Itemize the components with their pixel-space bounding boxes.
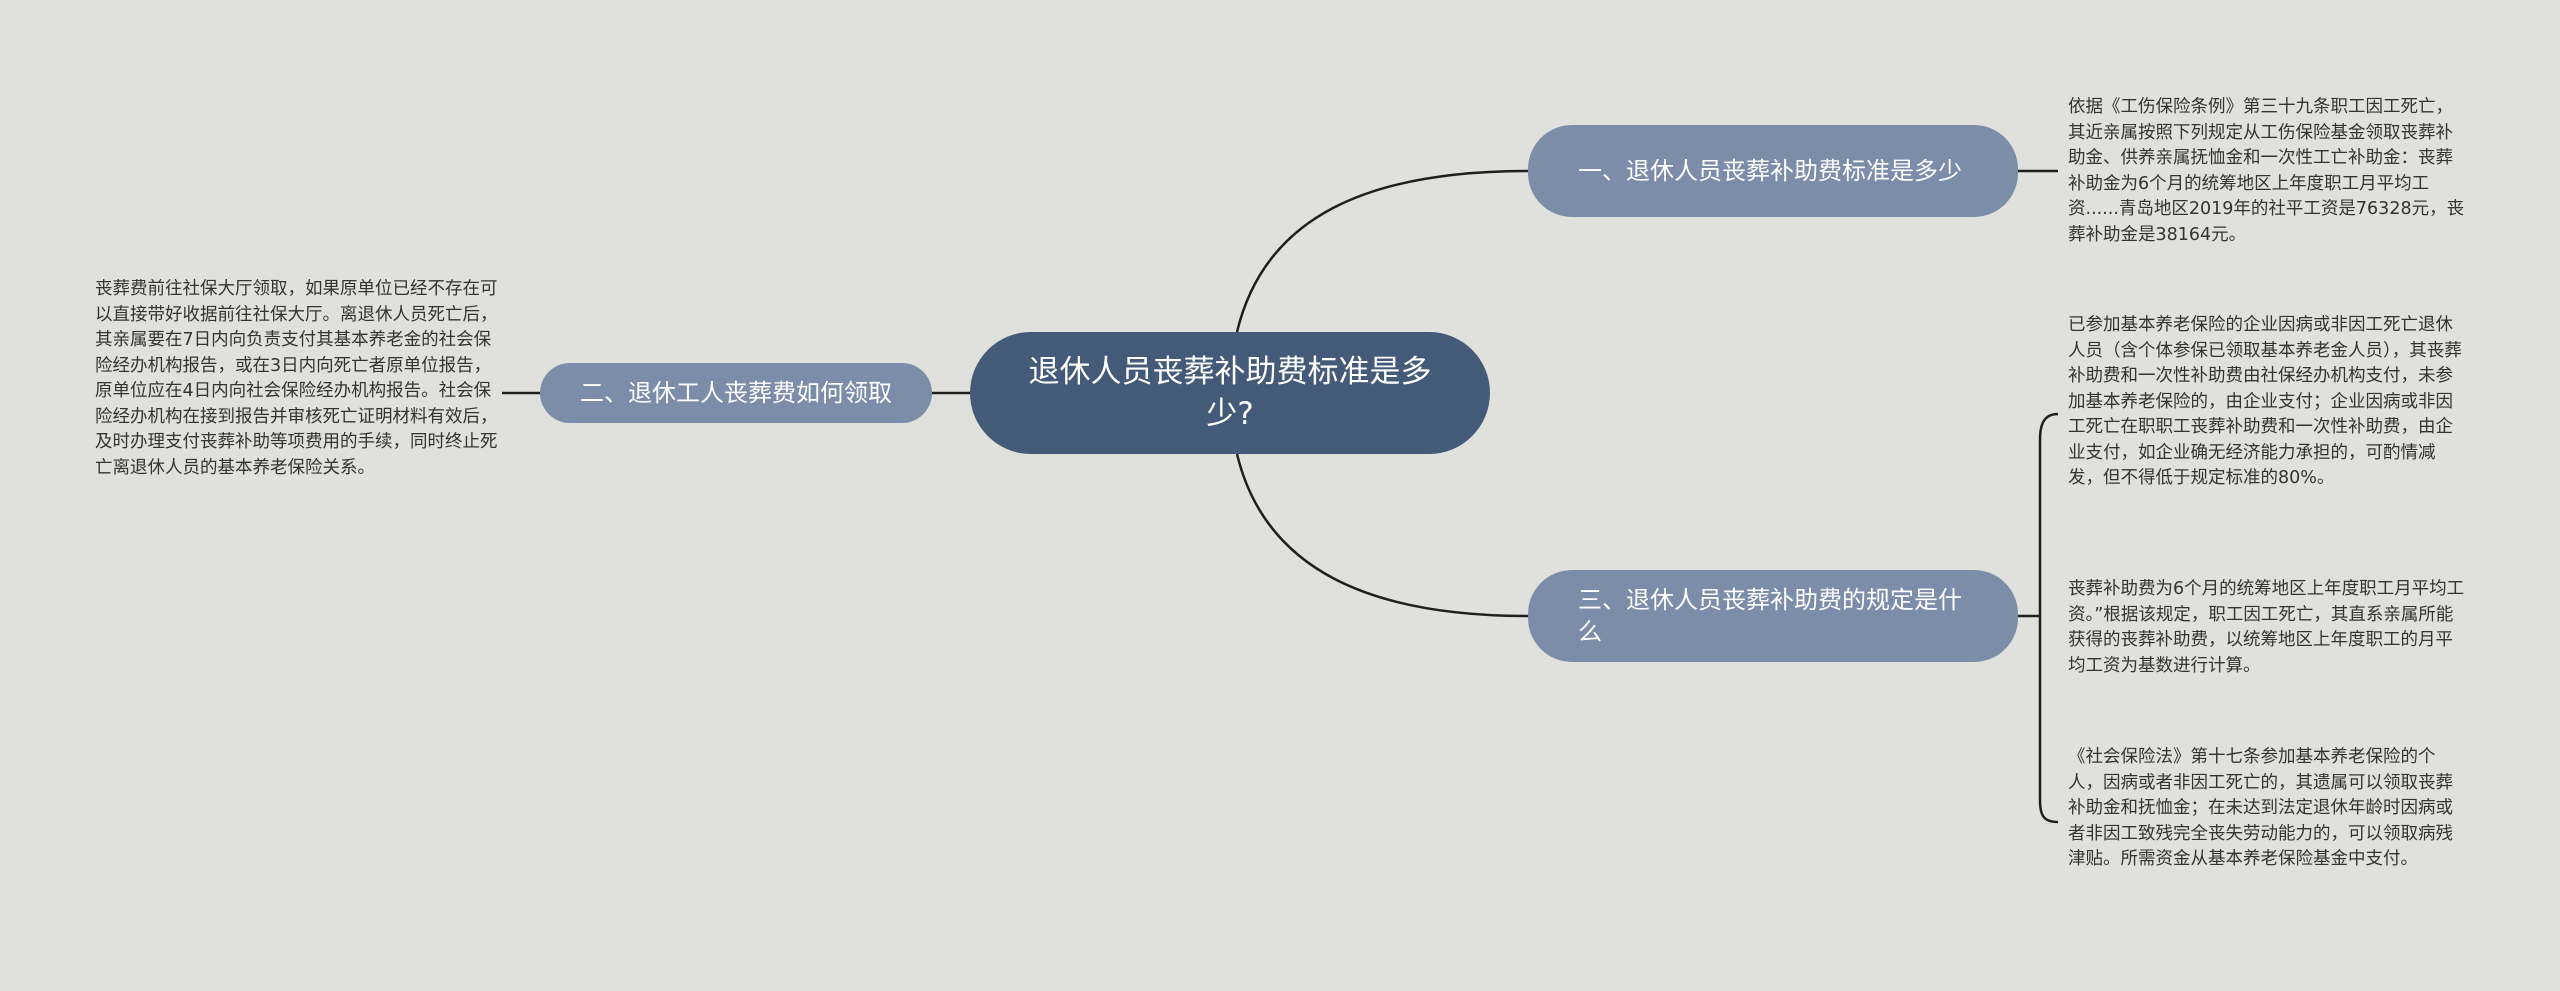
connector-root-b2 xyxy=(1235,453,1529,618)
branch-topic-regulations-label: 三、退休人员丧葬补助费的规定是什么 xyxy=(1578,586,1962,646)
branch-topic-how-to-claim-label: 二、退休工人丧葬费如何领取 xyxy=(580,379,892,407)
branch-topic-how-to-claim[interactable]: 二、退休工人丧葬费如何领取 xyxy=(540,363,932,423)
leaf-text-how-to-claim: 丧葬费前往社保大厅领取，如果原单位已经不存在可以直接带好收据前往社保大厅。离退休… xyxy=(95,279,498,478)
leaf-text-regulation-1: 已参加基本养老保险的企业因病或非因工死亡退休人员（含个体参保已领取基本养老金人员… xyxy=(2068,315,2462,488)
bracket-b2-leaves xyxy=(2038,412,2059,824)
branch-topic-regulations[interactable]: 三、退休人员丧葬补助费的规定是什么 xyxy=(1528,570,2018,662)
branch-topic-standard-label: 一、退休人员丧葬补助费标准是多少 xyxy=(1578,157,1962,185)
root-topic[interactable]: 退休人员丧葬补助费标准是多少? xyxy=(970,332,1490,454)
leaf-text-standard: 依据《工伤保险条例》第三十九条职工因工死亡，其近亲属按照下列规定从工伤保险基金领… xyxy=(2068,97,2465,245)
connector-root-b1 xyxy=(1235,169,1529,333)
leaf-text-regulation-3: 《社会保险法》第十七条参加基本养老保险的个人，因病或者非因工死亡的，其遗属可以领… xyxy=(2068,747,2453,869)
branch-topic-standard[interactable]: 一、退休人员丧葬补助费标准是多少 xyxy=(1528,125,2018,217)
root-topic-label: 退休人员丧葬补助费标准是多少? xyxy=(1028,354,1432,432)
leaf-text-regulation-2: 丧葬补助费为6个月的统筹地区上年度职工月平均工资。”根据该规定，职工因工死亡，其… xyxy=(2068,579,2465,676)
